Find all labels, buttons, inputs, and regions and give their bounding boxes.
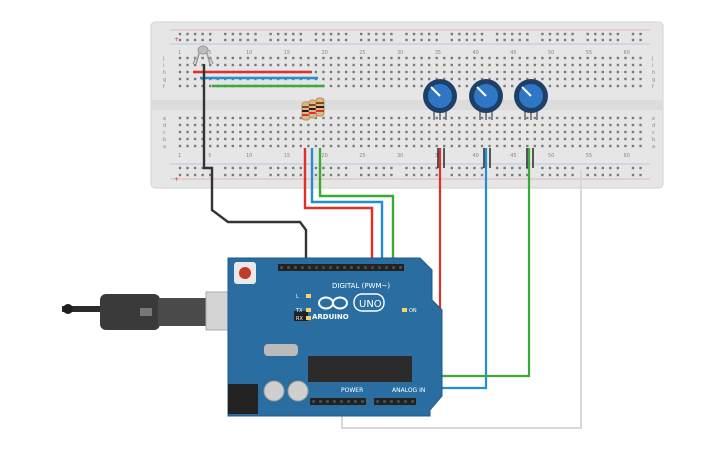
row-letter: j: [162, 56, 164, 62]
column-number: 30: [397, 50, 403, 56]
red-wire-pin[interactable]: [303, 148, 374, 266]
row-letter: j: [651, 56, 653, 62]
row-letter: d: [163, 123, 166, 129]
column-number: 55: [586, 50, 592, 56]
l-led: [306, 294, 311, 298]
breadboard[interactable]: 1155101015152020252530303535404045455050…: [150, 21, 664, 189]
digital-label: DIGITAL (PWM~): [332, 282, 390, 290]
green-wire-pin[interactable]: [318, 148, 395, 266]
tx-led: [306, 308, 311, 312]
arduino-uno-board[interactable]: DIGITAL (PWM~) ARDUINO UNO POWER ANALOG …: [227, 257, 443, 417]
column-number: 20: [321, 153, 327, 159]
column-number: 50: [548, 50, 554, 56]
row-letter: a: [652, 144, 655, 150]
blue-wire-pin[interactable]: [310, 148, 384, 266]
column-number: 25: [359, 153, 365, 159]
l-led-label: L: [296, 294, 299, 300]
column-number: 40: [472, 153, 478, 159]
column-number: 50: [548, 153, 554, 159]
row-letter: f: [652, 84, 654, 90]
column-number: 5: [208, 50, 211, 56]
on-led: [402, 308, 407, 312]
power-jack[interactable]: [228, 384, 258, 414]
resistor-3: [315, 97, 325, 117]
row-letter: f: [163, 84, 165, 90]
potentiometer-2[interactable]: [469, 79, 503, 120]
resistors[interactable]: [301, 97, 325, 121]
resistor-1: [301, 101, 311, 121]
arduino-model: UNO: [359, 299, 382, 310]
row-letter: d: [652, 123, 655, 129]
column-number: 45: [510, 153, 516, 159]
row-letter: i: [652, 63, 653, 69]
row-letter: b: [652, 137, 655, 143]
rx-led-label: RX: [296, 316, 303, 322]
column-number: 45: [510, 50, 516, 56]
black-wire-gnd[interactable]: [202, 64, 308, 266]
row-letter: b: [163, 137, 166, 143]
capacitor-1: [263, 380, 285, 402]
atmega-chip: [308, 356, 412, 382]
rx-led: [306, 316, 311, 320]
column-number: 60: [623, 153, 629, 159]
rgb-led[interactable]: [192, 45, 214, 65]
analog-label: ANALOG IN: [392, 387, 425, 394]
row-letter: g: [652, 77, 655, 83]
potentiometer-3[interactable]: [514, 79, 548, 120]
rail-plus-label-bottom: +: [174, 176, 179, 183]
row-letter: c: [652, 130, 655, 136]
row-letter: g: [163, 77, 166, 83]
column-number: 20: [321, 50, 327, 56]
small-chip: [294, 311, 308, 321]
row-letter: c: [163, 130, 166, 136]
tx-led-label: TX: [295, 308, 303, 314]
column-number: 55: [586, 153, 592, 159]
row-letter: a: [163, 144, 166, 150]
pot-ground-wires: [437, 148, 534, 168]
rail-plus-label: +: [174, 36, 179, 43]
column-number: 25: [359, 50, 365, 56]
row-letter: i: [163, 63, 164, 69]
potentiometer-1[interactable]: [423, 79, 457, 120]
arduino-logo-icon: [318, 296, 348, 310]
power-label: POWER: [341, 387, 363, 394]
column-number: 35: [435, 50, 441, 56]
column-number: 30: [397, 153, 403, 159]
row-letter: e: [652, 116, 655, 122]
column-number: 40: [472, 50, 478, 56]
column-number: 10: [246, 153, 252, 159]
breadboard-column-numbers: 1155101015152020252530303535404045455050…: [178, 50, 630, 159]
column-number: 1: [178, 153, 181, 159]
column-number: 15: [284, 50, 290, 56]
row-letter: h: [163, 70, 166, 76]
on-led-label: ON: [409, 308, 417, 314]
row-letter: h: [652, 70, 655, 76]
crystal: [264, 344, 298, 356]
column-number: 60: [623, 50, 629, 56]
column-number: 15: [284, 153, 290, 159]
column-number: 10: [246, 50, 252, 56]
row-letter: e: [163, 116, 166, 122]
arduino-brand: ARDUINO: [312, 313, 349, 321]
capacitor-2: [287, 380, 309, 402]
column-number: 1: [178, 50, 181, 56]
column-number: 5: [208, 153, 211, 159]
